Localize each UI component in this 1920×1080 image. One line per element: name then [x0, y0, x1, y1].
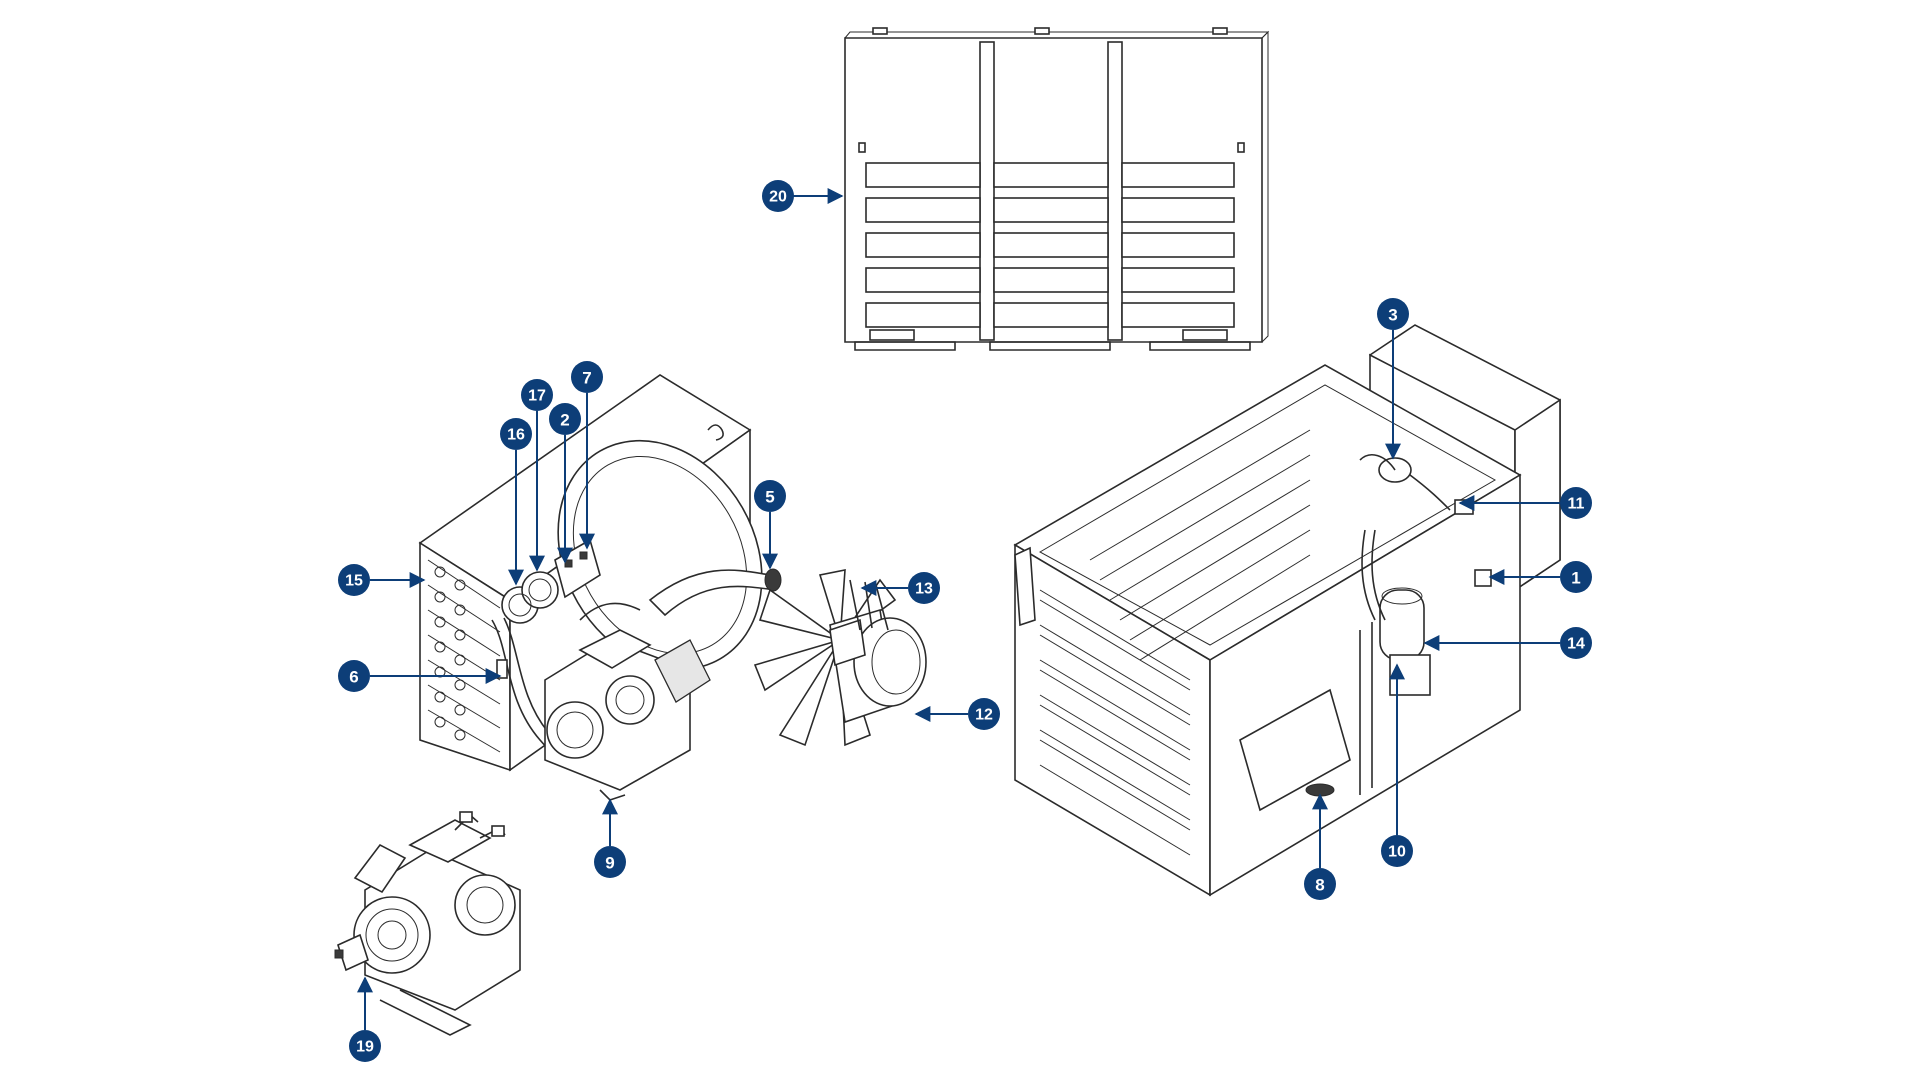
callout-9: 9	[594, 846, 626, 878]
callout-6: 6	[338, 660, 370, 692]
callout-arrows	[357, 188, 1560, 1030]
callout-5: 5	[754, 480, 786, 512]
condenser-coil-fins	[427, 559, 501, 753]
callout-label-3: 3	[1388, 306, 1397, 325]
callout-label-6: 6	[349, 668, 358, 687]
callout-label-1: 1	[1571, 569, 1580, 588]
callout-3: 3	[1377, 298, 1409, 330]
callout-11: 11	[1560, 487, 1592, 519]
callout-label-9: 9	[605, 854, 614, 873]
callout-label-5: 5	[765, 488, 774, 507]
fan-motor-drawing	[753, 569, 927, 747]
callout-17: 17	[521, 379, 553, 411]
callout-badges: 20 3 11 1 14 10 8 5	[338, 180, 1592, 1062]
callout-label-2: 2	[560, 411, 569, 430]
main-frame-drawing	[1013, 324, 1561, 897]
callout-15: 15	[338, 564, 370, 596]
callout-label-13: 13	[915, 581, 933, 598]
callout-label-19: 19	[356, 1039, 374, 1056]
callout-label-10: 10	[1388, 844, 1406, 861]
callout-label-14: 14	[1567, 636, 1585, 653]
callout-label-8: 8	[1315, 876, 1324, 895]
callout-1: 1	[1560, 561, 1592, 593]
callout-8: 8	[1304, 868, 1336, 900]
frame-inner-louvres	[1089, 429, 1311, 661]
callout-13: 13	[908, 572, 940, 604]
frame-louvres	[1039, 589, 1191, 856]
callout-label-16: 16	[507, 427, 525, 444]
callout-label-11: 11	[1568, 496, 1585, 513]
callout-label-20: 20	[769, 189, 787, 206]
callout-20: 20	[762, 180, 794, 212]
callout-16: 16	[500, 418, 532, 450]
compressor-drawing	[334, 811, 521, 1036]
callout-7: 7	[571, 361, 603, 393]
callout-label-15: 15	[345, 573, 363, 590]
top-panel-louvres	[865, 162, 1235, 328]
callout-label-7: 7	[582, 369, 591, 388]
callout-19: 19	[349, 1030, 381, 1062]
callout-14: 14	[1560, 627, 1592, 659]
condenser-assembly-drawing	[418, 374, 782, 801]
callout-2: 2	[549, 403, 581, 435]
callout-label-17: 17	[528, 388, 546, 405]
callout-label-12: 12	[975, 707, 993, 724]
top-panel-drawing	[844, 27, 1270, 351]
callout-10: 10	[1381, 835, 1413, 867]
callout-12: 12	[968, 698, 1000, 730]
